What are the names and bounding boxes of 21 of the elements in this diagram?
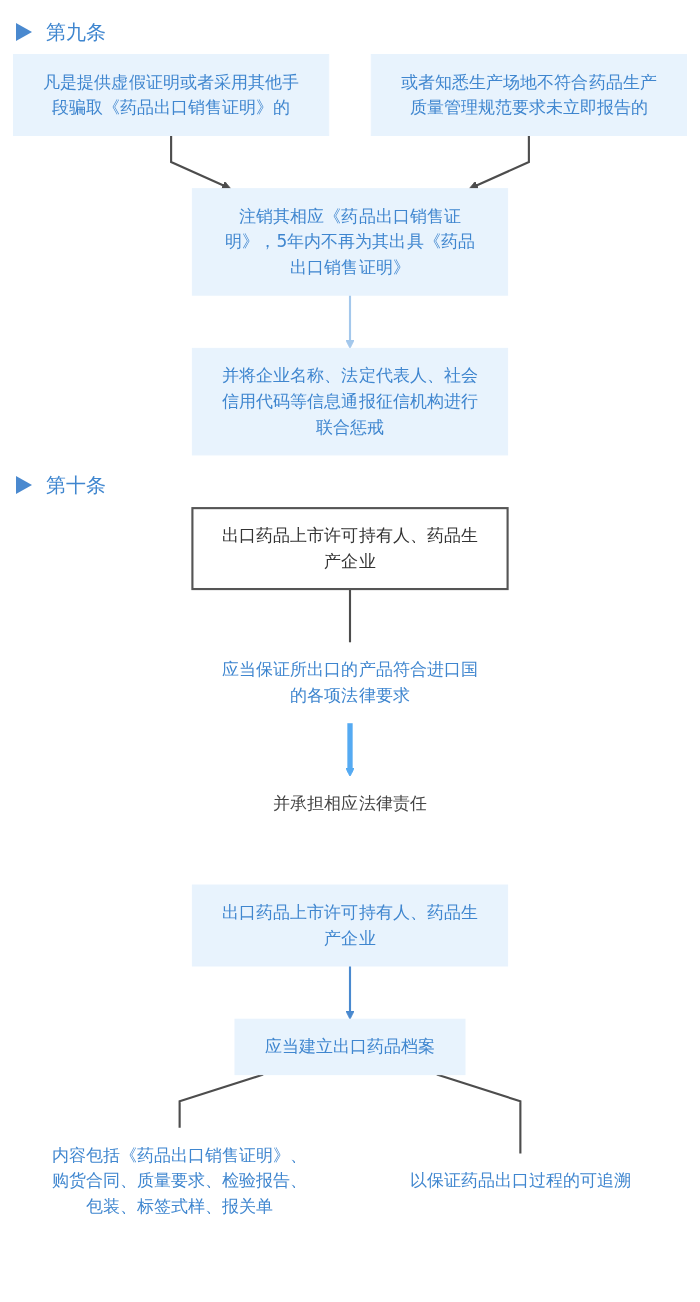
connector-line [348,589,352,643]
section-heading: 第九条 [46,18,106,45]
section-heading: 第十条 [46,472,106,499]
text-label: 应当保证所出口的产品符合进口国的各项法律要求 [222,659,478,706]
arrow [170,135,232,190]
text-label: 以保证药品出口过程的可追溯 [409,1170,632,1191]
connector-line [436,1073,522,1154]
arrow [345,966,355,1020]
process-box: 或者知悉生产场地不符合药品生产质量管理规范要求未立即报告的 [370,54,687,136]
text-label: 内容包括《药品出口销售证明》、购货合同、质量要求、检验报告、包装、标签式样、报关单 [51,1144,308,1217]
outlined-box: 出口药品上市许可持有人、药品生产企业 [191,507,509,591]
process-box: 应当建立出口药品档案 [234,1018,466,1076]
process-box: 凡是提供虚假证明或者采用其他手段骗取《药品出口销售证明》的 [13,54,330,136]
connector-line [178,1073,264,1128]
process-box: 出口药品上市许可持有人、药品生产企业 [191,884,509,967]
arrow [345,295,355,349]
process-box: 注销其相应《药品出口销售证明》，5年内不再为其出具《药品出口销售证明》 [191,188,509,296]
text-label: 并承担相应法律责任 [273,793,427,814]
arrow [345,723,355,777]
process-box: 并将企业名称、法定代表人、社会信用代码等信息通报征信机构进行联合惩戒 [191,347,509,456]
arrow [468,135,530,190]
